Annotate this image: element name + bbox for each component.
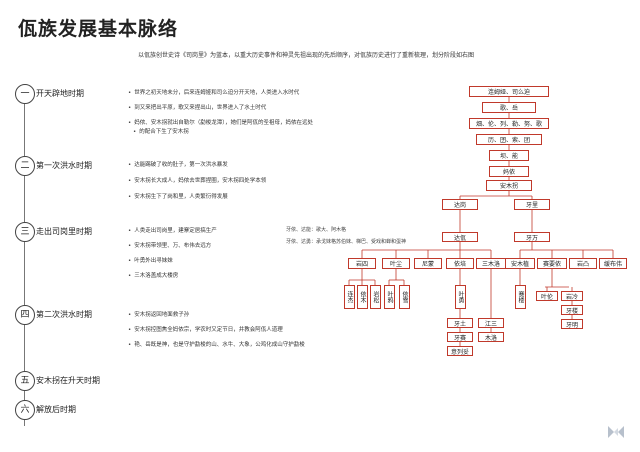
tree-node-huanbuwei: 缓布伟 (599, 258, 627, 269)
tree-node-l5: 坝、能 (489, 150, 529, 161)
tree-node-anmuzhi: 安木植 (505, 258, 535, 269)
tree-node-yipei: 依培 (446, 258, 474, 269)
tree-node-yali: 牙里 (514, 199, 550, 210)
tree-node-yaming: 牙明 (561, 319, 583, 329)
event-text: 安木拐返回地面救子孙 (128, 310, 189, 318)
timeline-line (24, 96, 25, 426)
period-5-label: 安木拐在升天时期 (36, 376, 100, 385)
tree-node-yantu: 岩凸 (569, 258, 597, 269)
brand-logo-icon (608, 426, 624, 438)
tree-node-l7: 安木拐 (486, 180, 532, 191)
period-2-label: 第一次洪水时期 (36, 161, 92, 170)
event-text: 达能踢破了收的肚子，第一次洪水暴发 (128, 160, 228, 168)
period-3-number: 三 (15, 222, 35, 242)
tree-node-dagang: 达岗 (442, 199, 478, 210)
tree-node-yawan: 牙万 (514, 232, 550, 242)
period-2-number: 二 (15, 156, 35, 176)
event-text: 三木洛盖成大楼房 (128, 271, 178, 279)
period-1-label: 开天辟地时期 (36, 89, 84, 98)
note-line-2: 牙依、达勇：承戈妹格苏伯妹、梯巴、受戏和蝉和蛋神 (286, 239, 407, 245)
period-5-number: 五 (15, 371, 35, 391)
period-1-number: 一 (15, 84, 35, 104)
tree-node-yalou: 牙楼 (561, 305, 583, 315)
period-3-label: 走出司岗里时期 (36, 227, 92, 236)
tree-node-yatu: 牙土 (447, 318, 473, 328)
period-6-label: 解放后时期 (36, 405, 76, 414)
tree-node-yimu: 依木 (357, 285, 368, 309)
event-text: 叶勇外出寻妹妹 (128, 256, 173, 264)
tree-node-l4: 历、囝、索、团 (476, 134, 542, 145)
event-text: 到又来把出平原，歌又来捏出山，世界进入了水土时代 (128, 103, 266, 111)
event-text: 安木拐控图焦全妈侬宗，学农时又定节日，并教会阿佤人道理 (128, 325, 283, 333)
period-4-label: 第二次洪水时期 (36, 310, 92, 319)
tree-node-lianjie: 连杰 (344, 285, 355, 309)
event-text: 安木拐生下了岗和里，人类繁衍得发展 (128, 192, 228, 200)
tree-node-l2: 歌、岳 (482, 102, 536, 113)
intro-text: 以佤族创世史诗《司岗里》为蓝本，以重大历史事件和神灵先祖出现的先后顺序，对佤族历… (138, 52, 475, 59)
event-text: 艳、岳既是神，也是守护勐梭的山、水牛、大象，公鸡化成山守护勐梭 (128, 340, 305, 348)
tree-node-yansi: 岩四 (348, 258, 376, 269)
tree-node-yixue: 依雪 (399, 285, 410, 309)
event-text: 世界之初天地未分，后来连姆娅和司么迫分开天地，人类进入水时代 (128, 88, 299, 96)
tree-node-yilietuo: 意列妥 (447, 346, 473, 356)
period-4-number: 四 (15, 305, 35, 325)
event-text: 的配合下生了安木拐 (133, 127, 189, 135)
tree-node-yeyong: 叶勇 (455, 285, 466, 309)
tree-node-yelun: 叶伦 (536, 291, 558, 301)
event-text: 安木拐长大成人，妈侬去世葬捏圈，安木拐四处学本领 (128, 176, 266, 184)
event-text: 妈侬、安木拐就出自勒尔（勐梭龙潭），她们是阿佤的圣祖母，妈侬在远处 (128, 118, 313, 126)
tree-node-muluo: 木洛 (478, 332, 504, 342)
tree-node-yansong: 岩松 (370, 285, 381, 309)
event-text: 安木拐带领里、万、布伟去远方 (128, 241, 211, 249)
tree-node-yechen: 叶尘 (382, 258, 410, 269)
tree-node-sailou: 赛楼 (515, 285, 526, 309)
tree-node-l3: 畑、伦、列、勒、努、歌 (469, 118, 549, 129)
tree-node-yasai: 牙赛 (447, 332, 473, 342)
tree-node-nimeng: 尼蒙 (414, 258, 442, 269)
event-text: 人类走出司岗里，建寨定居搞生产 (128, 226, 217, 234)
tree-node-yanleng: 岩冷 (561, 291, 583, 301)
tree-node-yeya: 叶鸦 (384, 285, 395, 309)
tree-node-jiangsan: 江三 (478, 318, 504, 328)
tree-node-top: 连姆娅、司么迫 (469, 86, 549, 97)
period-6-number: 六 (15, 400, 35, 420)
note-line-1: 牙依、达能：歌大、阿木格 (286, 227, 347, 233)
tree-node-dawa: 达佤 (442, 232, 478, 242)
tree-node-l6: 妈侬 (489, 166, 529, 177)
tree-node-saiyaonong: 赛要侬 (537, 258, 567, 269)
page-title: 佤族发展基本脉络 (18, 18, 179, 40)
